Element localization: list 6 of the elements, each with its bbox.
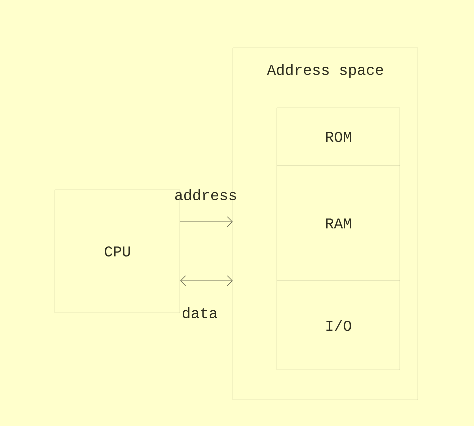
process-box: ROM xyxy=(277,108,400,166)
process-box: I/O xyxy=(277,281,400,370)
process-box: RAM xyxy=(277,166,400,282)
arrow xyxy=(180,276,233,286)
edge-label: data xyxy=(183,307,218,319)
arrow xyxy=(180,216,233,228)
